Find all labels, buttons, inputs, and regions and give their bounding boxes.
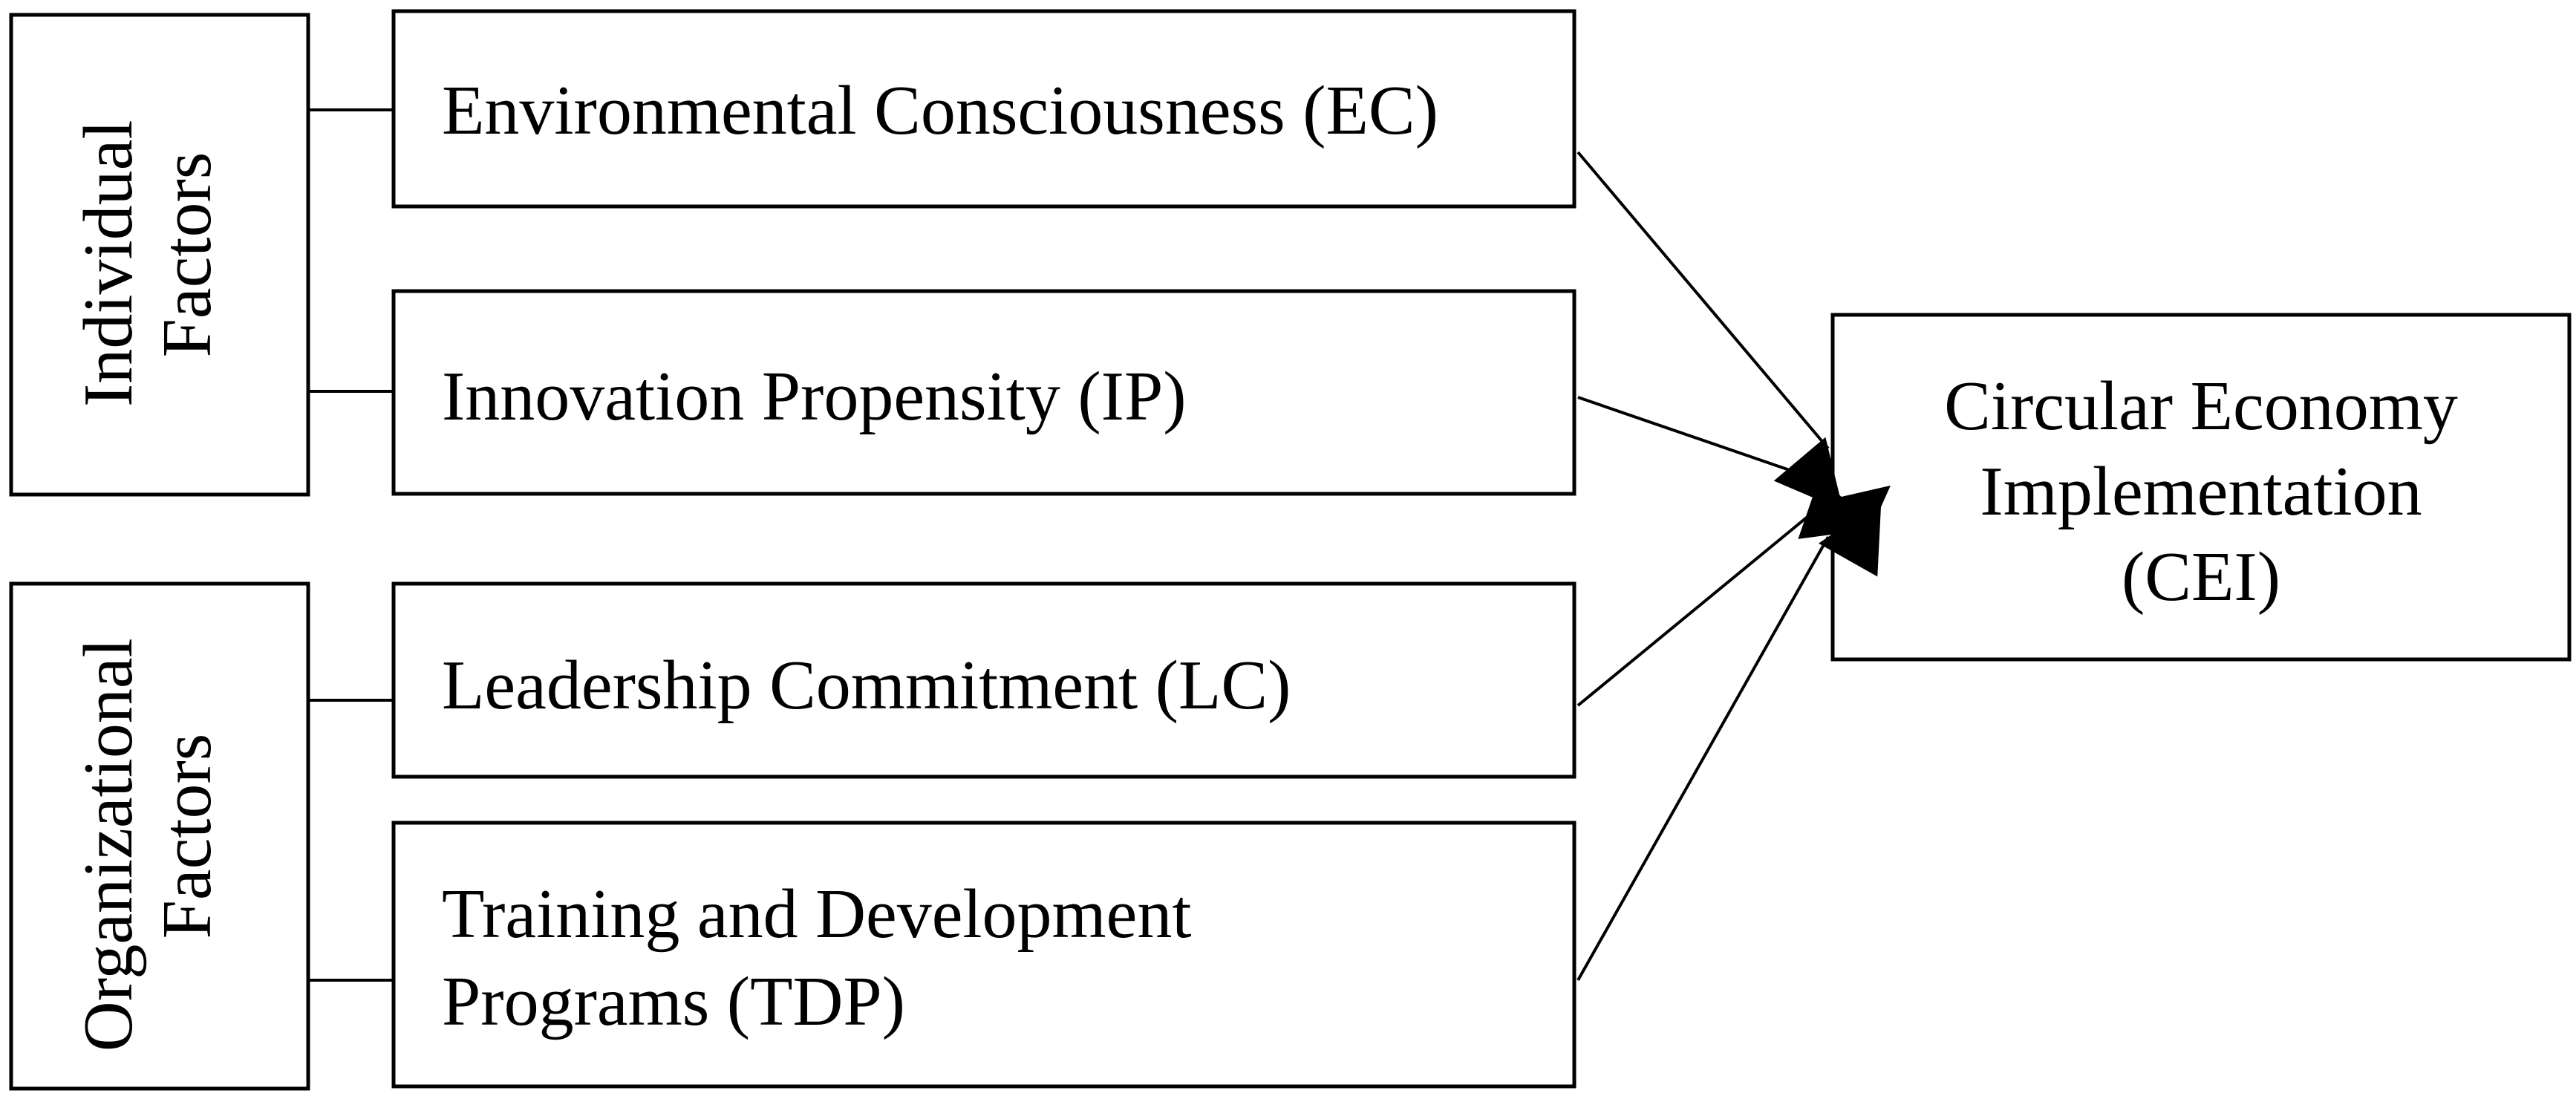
group-organizational-label-line-1: Organizational xyxy=(70,638,147,1051)
factor-lc-label: Leadership Commitment (LC) xyxy=(442,647,1291,724)
svg-text:Individual Factors: Individual Factors xyxy=(70,102,226,407)
group-organizational-label-line-2: Factors xyxy=(149,734,226,939)
outcome-box-cei: Circular Economy Implementation (CEI) xyxy=(1830,313,2572,662)
factor-box-ec: Environmental Consciousness (EC) xyxy=(391,9,1576,209)
group-individual-factors: Individual Factors xyxy=(9,13,310,497)
group-individual-label-line-2: Factors xyxy=(149,152,226,358)
factor-box-lc: Leadership Commitment (LC) xyxy=(391,581,1576,779)
svg-text:Organizational Factors: Organizational Factors xyxy=(70,621,226,1051)
factor-tdp-label-line-2: Programs (TDP) xyxy=(442,963,905,1040)
arrow-ip-to-cei xyxy=(1577,396,1874,539)
factor-box-tdp: Training and Development Programs (TDP) xyxy=(391,821,1576,1089)
arrow-ec-to-cei xyxy=(1576,151,1844,511)
factor-ip-label: Innovation Propensity (IP) xyxy=(442,358,1187,435)
arrow-tdp-to-cei xyxy=(1576,500,1882,981)
outcome-label-line-3: (CEI) xyxy=(2122,538,2280,616)
factor-tdp-label-line-1: Training and Development xyxy=(442,875,1192,953)
outcome-label-line-2: Implementation xyxy=(1980,453,2422,530)
arrow-lc-to-cei xyxy=(1576,485,1891,707)
outcome-label-line-1: Circular Economy xyxy=(1944,368,2458,445)
factor-ec-label: Environmental Consciousness (EC) xyxy=(442,72,1438,149)
group-individual-label-line-1: Individual xyxy=(70,120,147,407)
group-organizational-factors: Organizational Factors xyxy=(9,581,310,1091)
factor-box-ip: Innovation Propensity (IP) xyxy=(391,289,1576,496)
